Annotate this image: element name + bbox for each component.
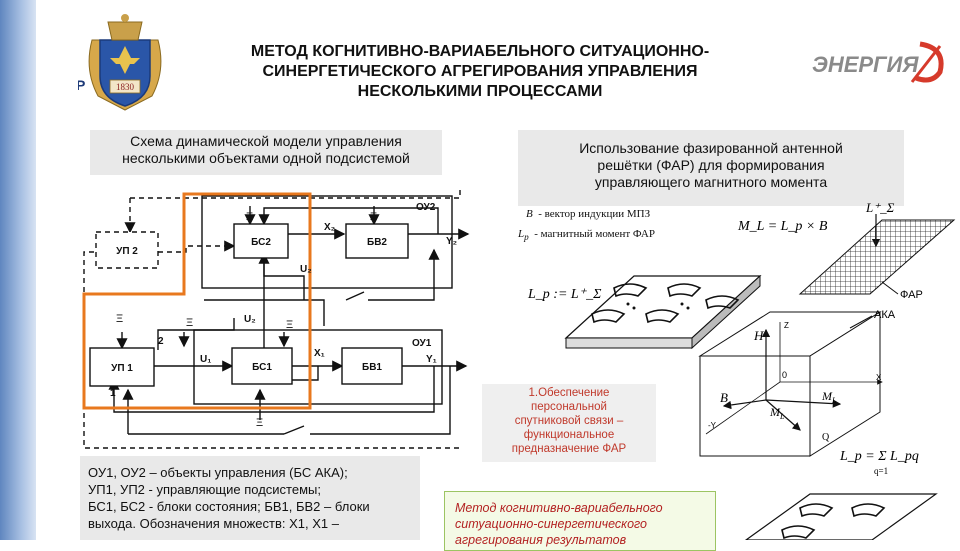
block-bv1	[341, 347, 403, 385]
notes-line-4: выхода. Обозначения множеств: X1, X1 –	[88, 516, 339, 531]
label-far: ФАР	[900, 289, 923, 301]
block-up2	[95, 231, 159, 269]
block-bv2	[345, 223, 409, 259]
right-diagram-caption: Использование фазированной антенной решё…	[518, 130, 904, 206]
ou2-frame	[201, 195, 453, 289]
crest-year: 1830	[116, 82, 135, 92]
crest-side-letter: Р	[78, 77, 85, 93]
label-ou1: ОУ1	[412, 338, 432, 349]
title-line-1: МЕТОД КОГНИТИВНО-ВАРИАБЕЛЬНОГО СИТУАЦИОН…	[250, 43, 710, 60]
purpose-line-1: 1.Обеспечение	[528, 387, 610, 399]
purpose-line-2: персональной	[531, 401, 607, 413]
title-line-2: СИНЕРГЕТИЧЕСКОГО АГРЕГИРОВАНИЯ УПРАВЛЕНИ…	[262, 63, 698, 80]
purpose-note: 1.Обеспечение персональной спутниковой с…	[482, 384, 656, 462]
ou1-frame	[193, 329, 443, 405]
label-x1: X₁	[314, 348, 325, 359]
legend-lp: Lp - магнитный момент ФАР	[518, 228, 655, 243]
formula-sum: L_p = Σ L_pq	[839, 449, 919, 464]
formula-lp-eq: L_p := L⁺_Σ	[527, 287, 602, 302]
control-model-block-diagram: УП 2 БС2 БВ2 УП 1 БС1 БВ1 ОУ2 ОУ1 X₂ Y₂ …	[82, 188, 470, 449]
axis-z: Z	[784, 321, 789, 330]
label-up2: УП 2	[116, 246, 138, 257]
legend-lp-text: - магнитный момент ФАР	[534, 228, 655, 240]
xi-1: Ξ	[246, 211, 253, 223]
antenna-tile-grid-top	[564, 274, 762, 350]
notation-notes: ОУ1, ОУ2 – объекты управления (БС АКА); …	[80, 456, 420, 540]
notes-line-2: УП1, УП2 - управляющие подсистемы;	[88, 482, 321, 497]
label-x2: X₂	[324, 222, 335, 233]
block-bs1	[231, 347, 293, 385]
block-bs2	[233, 223, 289, 259]
label-aka: АКА	[874, 309, 896, 321]
energia-logo-text: ЭНЕРГИЯ	[812, 52, 919, 77]
right-caption-line-1: Использование фазированной антенной	[579, 140, 843, 156]
label-ou2: ОУ2	[416, 202, 436, 213]
right-caption-line-3: управляющего магнитного момента	[594, 174, 828, 190]
antenna-tile-grid-bottom	[744, 493, 938, 540]
title-line-3: НЕСКОЛЬКИМИ ПРОЦЕССАМИ	[357, 83, 603, 100]
label-bv2: БВ2	[367, 237, 387, 248]
energia-logo: ЭНЕРГИЯ	[808, 38, 948, 86]
formula-ml: M_L = L_p × B	[737, 219, 828, 234]
orange-highlight-frame	[82, 192, 312, 410]
purpose-line-3: спутниковой связи –	[514, 415, 624, 427]
label-l-sigma: L⁺_Σ	[865, 200, 895, 215]
phased-array-illustration: M_L = L_p × B L⁺_Σ ФАР АКА 0 X Z -Y H B …	[527, 200, 956, 540]
legend-b: B - вектор индукции МПЗ	[526, 208, 651, 220]
purpose-line-5: предназначение ФАР	[511, 443, 627, 455]
method-line-3: агрегирования результатов	[455, 533, 627, 547]
xi-2: Ξ	[370, 211, 377, 223]
method-line-2: ситуационно-синергетического	[455, 517, 648, 531]
xi-4: Ξ	[186, 317, 193, 329]
axis-y: -Y	[708, 421, 717, 430]
left-diagram-caption: Схема динамической модели управления нес…	[90, 130, 442, 175]
right-caption-line-2: решётки (ФАР) для формирования	[597, 157, 825, 173]
label-bv1: БВ1	[362, 362, 382, 373]
axis-zero: 0	[782, 370, 787, 380]
label-u2-b: U₂	[244, 314, 256, 325]
label-up1: УП 1	[111, 363, 133, 374]
vector-h: H	[753, 328, 764, 343]
method-line-1: Метод когнитивно-вариабельного	[455, 501, 663, 515]
notes-line-1: ОУ1, ОУ2 – объекты управления (БС АКА);	[88, 465, 348, 480]
sum-top: Q	[822, 432, 830, 443]
left-caption-line-1: Схема динамической модели управления	[130, 133, 402, 149]
label-y2: Y₂	[446, 236, 457, 247]
xi-3: Ξ	[116, 313, 123, 325]
sum-bottom: q=1	[874, 466, 888, 476]
page-title: МЕТОД КОГНИТИВНО-ВАРИАБЕЛЬНОГО СИТУАЦИОН…	[190, 42, 770, 102]
label-n1: 1	[110, 388, 116, 399]
vector-ml-2: ML	[769, 405, 785, 421]
notes-line-3: БС1, БС2 - блоки состояния; БВ1, БВ2 – б…	[88, 499, 370, 514]
label-u2-a: U₂	[300, 264, 312, 275]
label-bs2: БС2	[251, 237, 271, 248]
purpose-line-4: функциональное	[523, 429, 615, 441]
legend-b-text: - вектор индукции МПЗ	[538, 208, 651, 220]
vector-ml-1: ML	[821, 389, 837, 405]
axis-x: X	[876, 373, 882, 382]
block-up1	[89, 347, 155, 387]
method-note: Метод когнитивно-вариабельного ситуацион…	[444, 491, 716, 551]
university-crest-logo: Р 1830	[76, 10, 172, 114]
xi-6: Ξ	[256, 417, 263, 429]
left-caption-line-2: несколькими объектами одной подсистемой	[122, 150, 410, 166]
label-bs1: БС1	[252, 362, 272, 373]
label-n2: 2	[158, 336, 164, 347]
vector-b: B	[720, 390, 728, 405]
label-y1: Y₁	[426, 354, 437, 365]
xi-5: Ξ	[286, 319, 293, 331]
label-u1: U₁	[200, 354, 211, 365]
side-accent-bar	[0, 0, 36, 540]
